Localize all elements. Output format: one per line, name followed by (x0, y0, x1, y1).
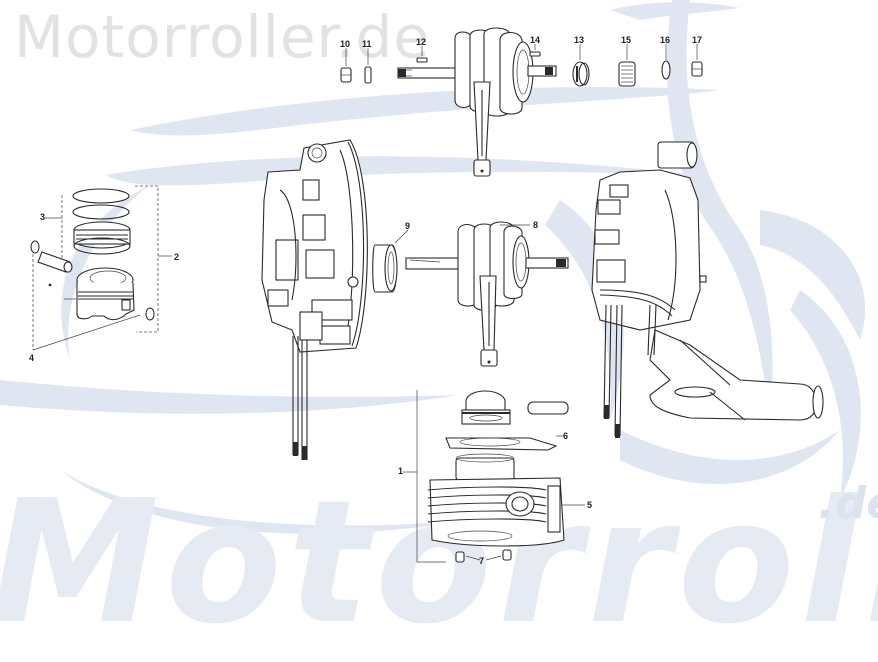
label-part-13[interactable]: 13 (574, 35, 585, 45)
part-key-12[interactable] (416, 46, 428, 63)
part-oil-seal-13[interactable] (572, 44, 590, 87)
part-bearing-9[interactable] (372, 229, 409, 293)
label-part-8[interactable]: 8 (533, 220, 539, 230)
diagram-canvas (0, 0, 866, 534)
part-crankcase-left[interactable] (261, 139, 368, 460)
part-washer-16[interactable] (661, 44, 671, 80)
label-part-5[interactable]: 5 (587, 500, 593, 510)
label-part-12[interactable]: 12 (416, 37, 427, 47)
label-part-14[interactable]: 14 (530, 35, 541, 45)
part-nut-17[interactable] (691, 44, 703, 77)
part-cylinder-group[interactable] (403, 390, 585, 563)
watermark-top: Motorroller.de (14, 3, 431, 71)
parts-drawing (30, 27, 824, 563)
label-part-6[interactable]: 6 (563, 431, 569, 441)
part-crankshaft-top[interactable] (397, 27, 557, 177)
label-part-2[interactable]: 2 (174, 252, 180, 262)
part-crankshaft-8[interactable] (405, 221, 569, 367)
part-timing-gear-15[interactable] (618, 44, 636, 87)
part-woodruff-key-14[interactable] (529, 44, 541, 57)
watermark-tld: .de (818, 478, 878, 529)
label-part-4[interactable]: 4 (29, 353, 35, 363)
label-part-10[interactable]: 10 (340, 39, 351, 49)
label-part-9[interactable]: 9 (405, 221, 411, 231)
part-nut-10[interactable] (340, 48, 352, 83)
watermark-swooshes (0, 0, 866, 534)
part-washer-11[interactable] (364, 48, 372, 84)
label-part-3[interactable]: 3 (40, 212, 46, 222)
part-crankcase-right[interactable] (591, 141, 824, 438)
label-part-7[interactable]: 7 (479, 556, 485, 566)
label-part-1[interactable]: 1 (398, 466, 404, 476)
label-part-15[interactable]: 15 (621, 35, 632, 45)
part-piston-group[interactable] (30, 185, 172, 351)
label-part-17[interactable]: 17 (692, 35, 703, 45)
label-part-11[interactable]: 11 (362, 39, 372, 49)
label-part-16[interactable]: 16 (660, 35, 671, 45)
